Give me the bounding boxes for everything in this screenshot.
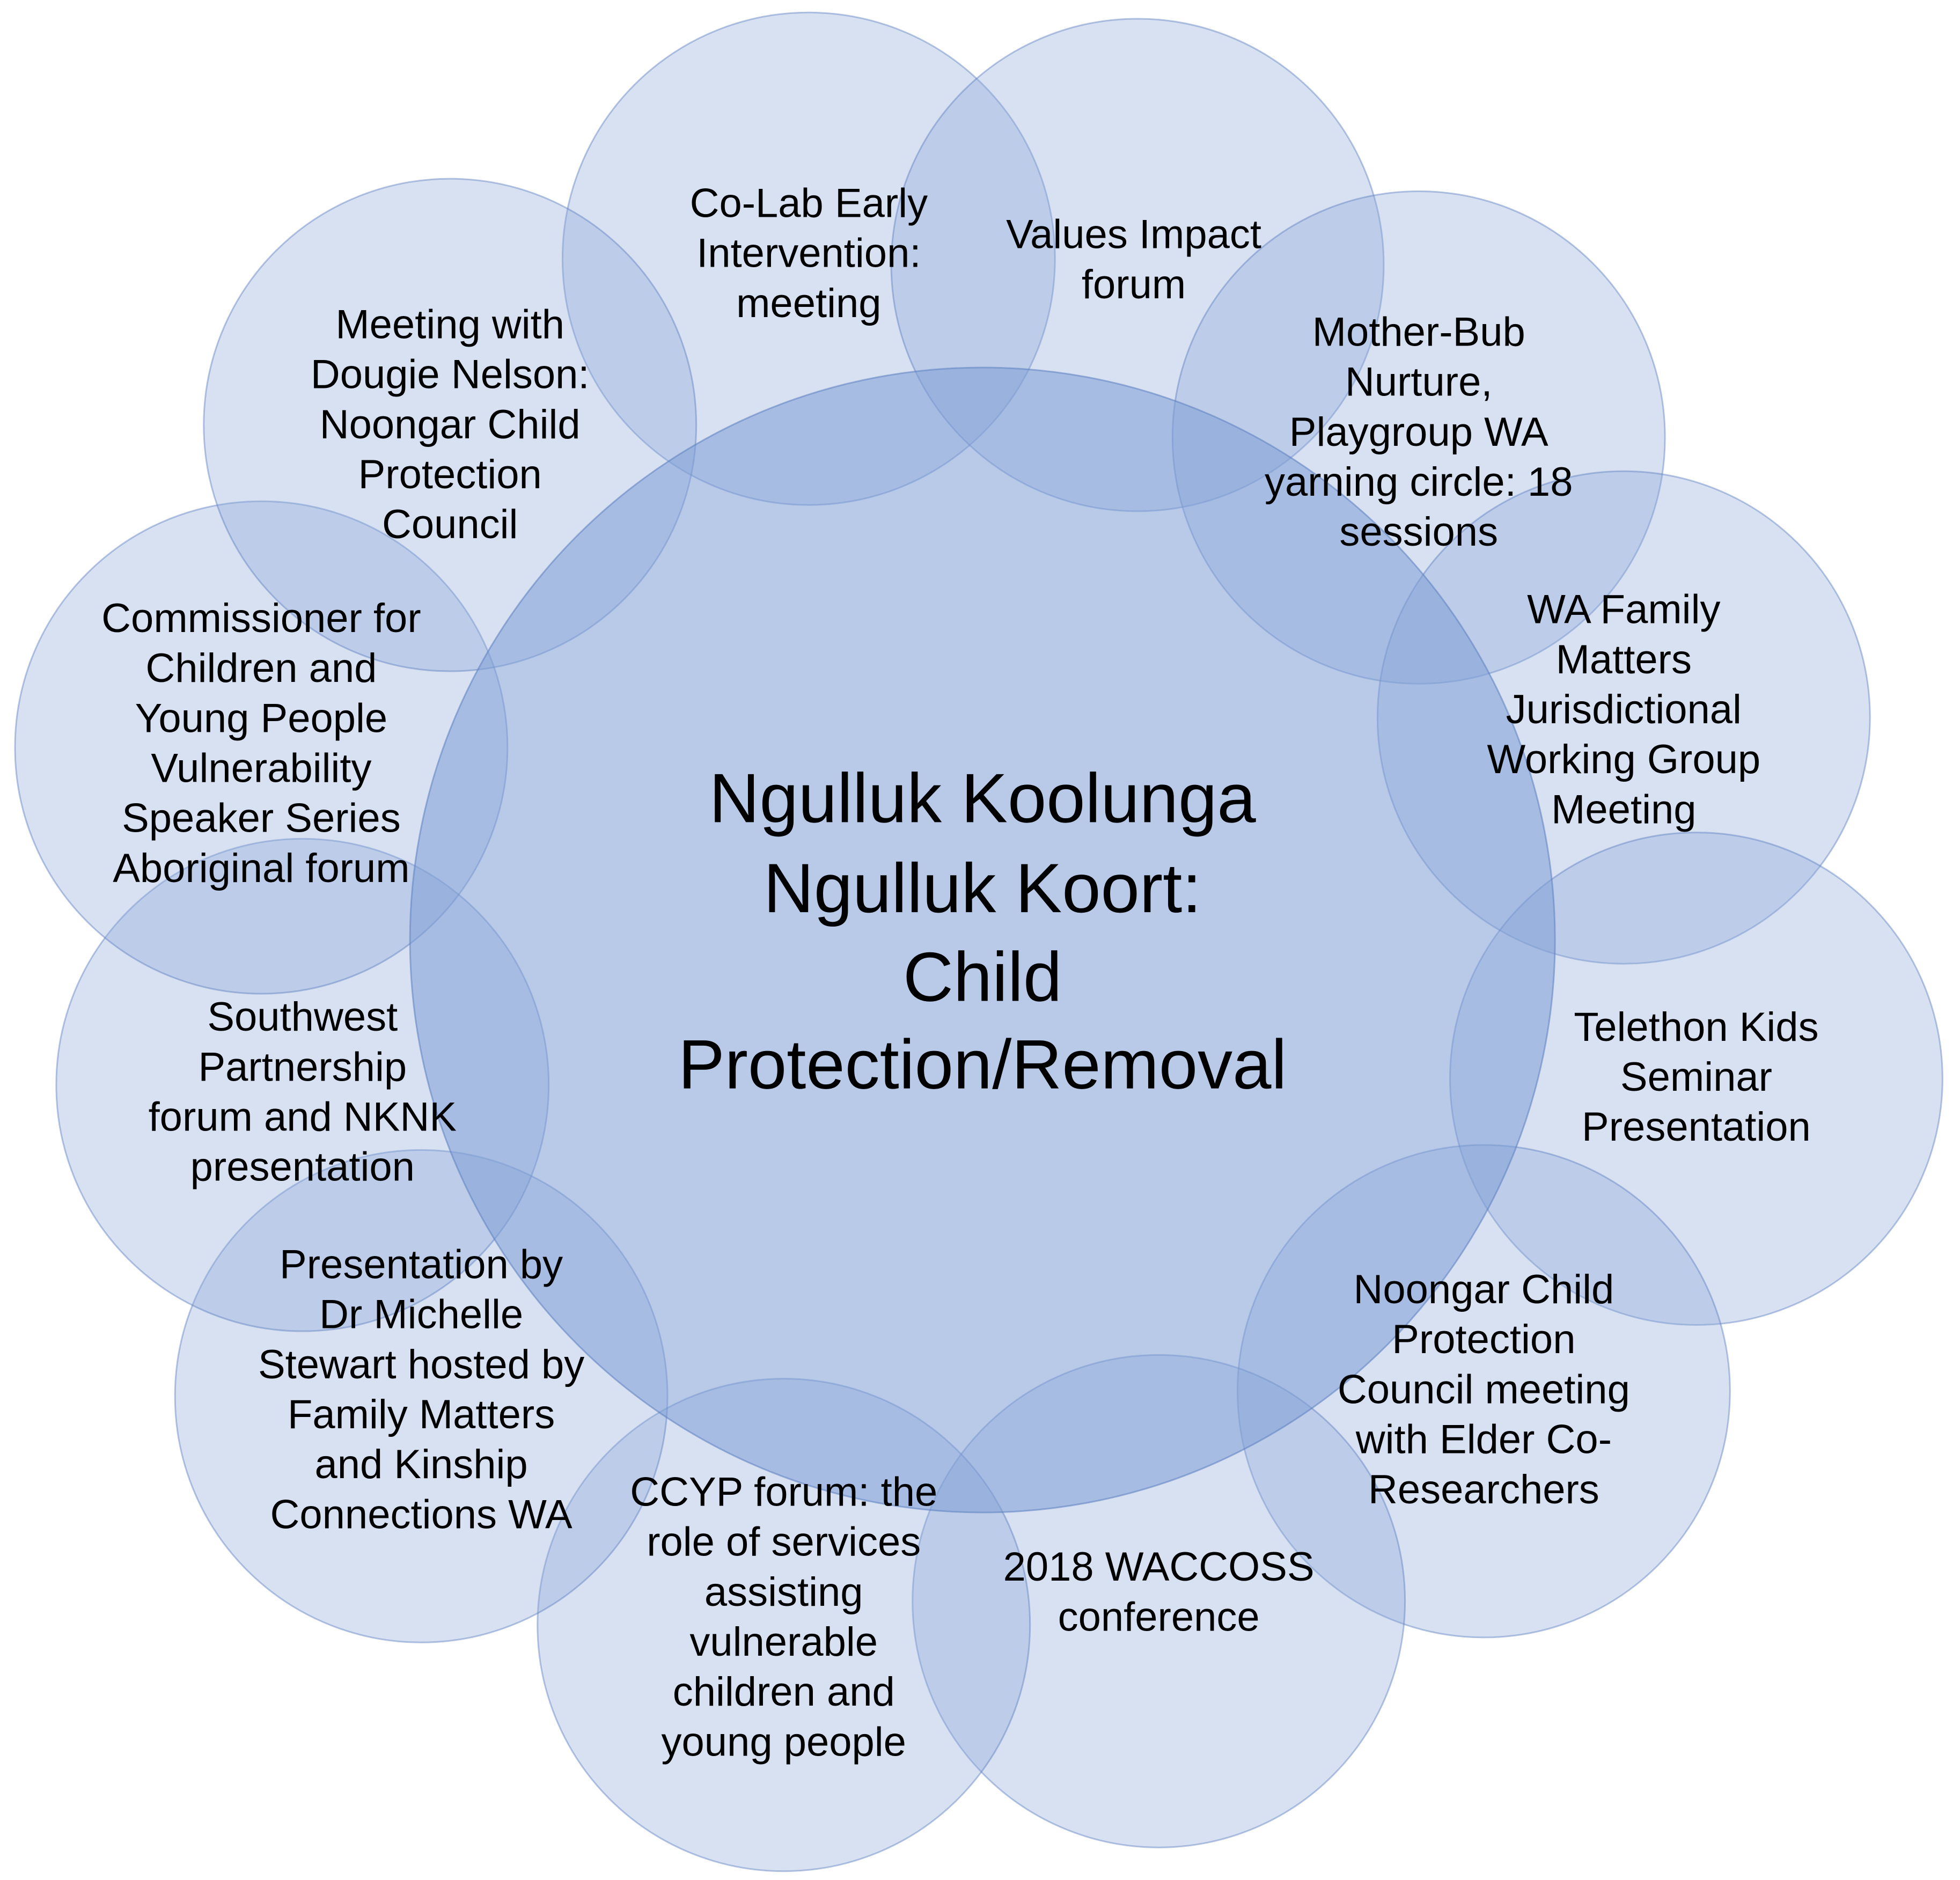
label-line: Partnership: [198, 1044, 407, 1090]
label-line: Nurture,: [1345, 359, 1493, 405]
label-line: Commissioner for: [101, 596, 421, 641]
label-line: Vulnerability: [151, 746, 371, 791]
label-line: Stewart hosted by: [258, 1342, 584, 1387]
label-line: Dr Michelle: [319, 1292, 523, 1338]
label-line: young people: [662, 1719, 906, 1765]
label-line: presentation: [190, 1144, 415, 1190]
label-line: Jurisdictional: [1506, 687, 1742, 732]
label-line: Working Group: [1487, 737, 1760, 782]
label-line: Aboriginal forum: [113, 846, 409, 891]
label-line: CCYP forum: the: [630, 1469, 937, 1515]
label-line: forum: [1082, 262, 1186, 307]
label-line: forum and NKNK: [149, 1095, 457, 1140]
label-line: yarning circle: 18: [1265, 459, 1573, 505]
label-line: WA Family: [1527, 587, 1720, 633]
label-line: role of services: [647, 1519, 921, 1565]
label-line: Protection: [1392, 1317, 1575, 1362]
label-line: Mother-Bub: [1312, 309, 1525, 355]
label-line: Noongar Child: [1353, 1267, 1614, 1312]
label-line: Young People: [135, 695, 388, 741]
label-line: conference: [1058, 1594, 1260, 1640]
label-line: Family Matters: [288, 1392, 555, 1437]
label-line: meeting: [736, 281, 881, 326]
center-title-line: Protection/Removal: [678, 1025, 1287, 1104]
label-line: Children and: [145, 645, 377, 691]
label-line: Connections WA: [270, 1492, 573, 1537]
label-line: with Elder Co-: [1355, 1417, 1612, 1463]
label-line: Speaker Series: [122, 796, 401, 841]
center-circle: [409, 366, 1556, 1514]
label-line: Seminar: [1620, 1054, 1772, 1100]
label-line: Co-Lab Early: [690, 180, 928, 226]
label-line: Council meeting: [1338, 1367, 1630, 1412]
label-line: Presentation by: [280, 1242, 563, 1287]
label-line: Protection: [358, 452, 542, 497]
center-title-line: Ngulluk Koolunga: [709, 759, 1257, 837]
label-line: vulnerable: [689, 1619, 878, 1665]
label-line: Researchers: [1368, 1467, 1599, 1512]
label-line: Playgroup WA: [1289, 409, 1548, 455]
label-line: Meeting with: [335, 302, 564, 347]
label-line: Matters: [1556, 637, 1692, 682]
label-line: children and: [673, 1669, 895, 1715]
label-line: Intervention:: [696, 231, 921, 276]
label-line: 2018 WACCOSS: [1003, 1544, 1315, 1590]
label-line: sessions: [1339, 509, 1498, 555]
label-line: Dougie Nelson:: [311, 352, 590, 398]
label-line: Telethon Kids: [1574, 1004, 1818, 1050]
label-line: Southwest: [207, 994, 398, 1040]
label-line: Meeting: [1551, 787, 1696, 832]
label-line: Council: [382, 502, 518, 547]
center-title-line: Ngulluk Koort:: [764, 849, 1202, 927]
label-line: Presentation: [1582, 1104, 1811, 1150]
center-title-line: Child: [903, 938, 1062, 1016]
label-line: Values Impact: [1006, 212, 1261, 258]
label-line: Noongar Child: [320, 402, 581, 447]
label-line: assisting: [704, 1569, 863, 1615]
label-line: and Kinship: [315, 1442, 528, 1487]
